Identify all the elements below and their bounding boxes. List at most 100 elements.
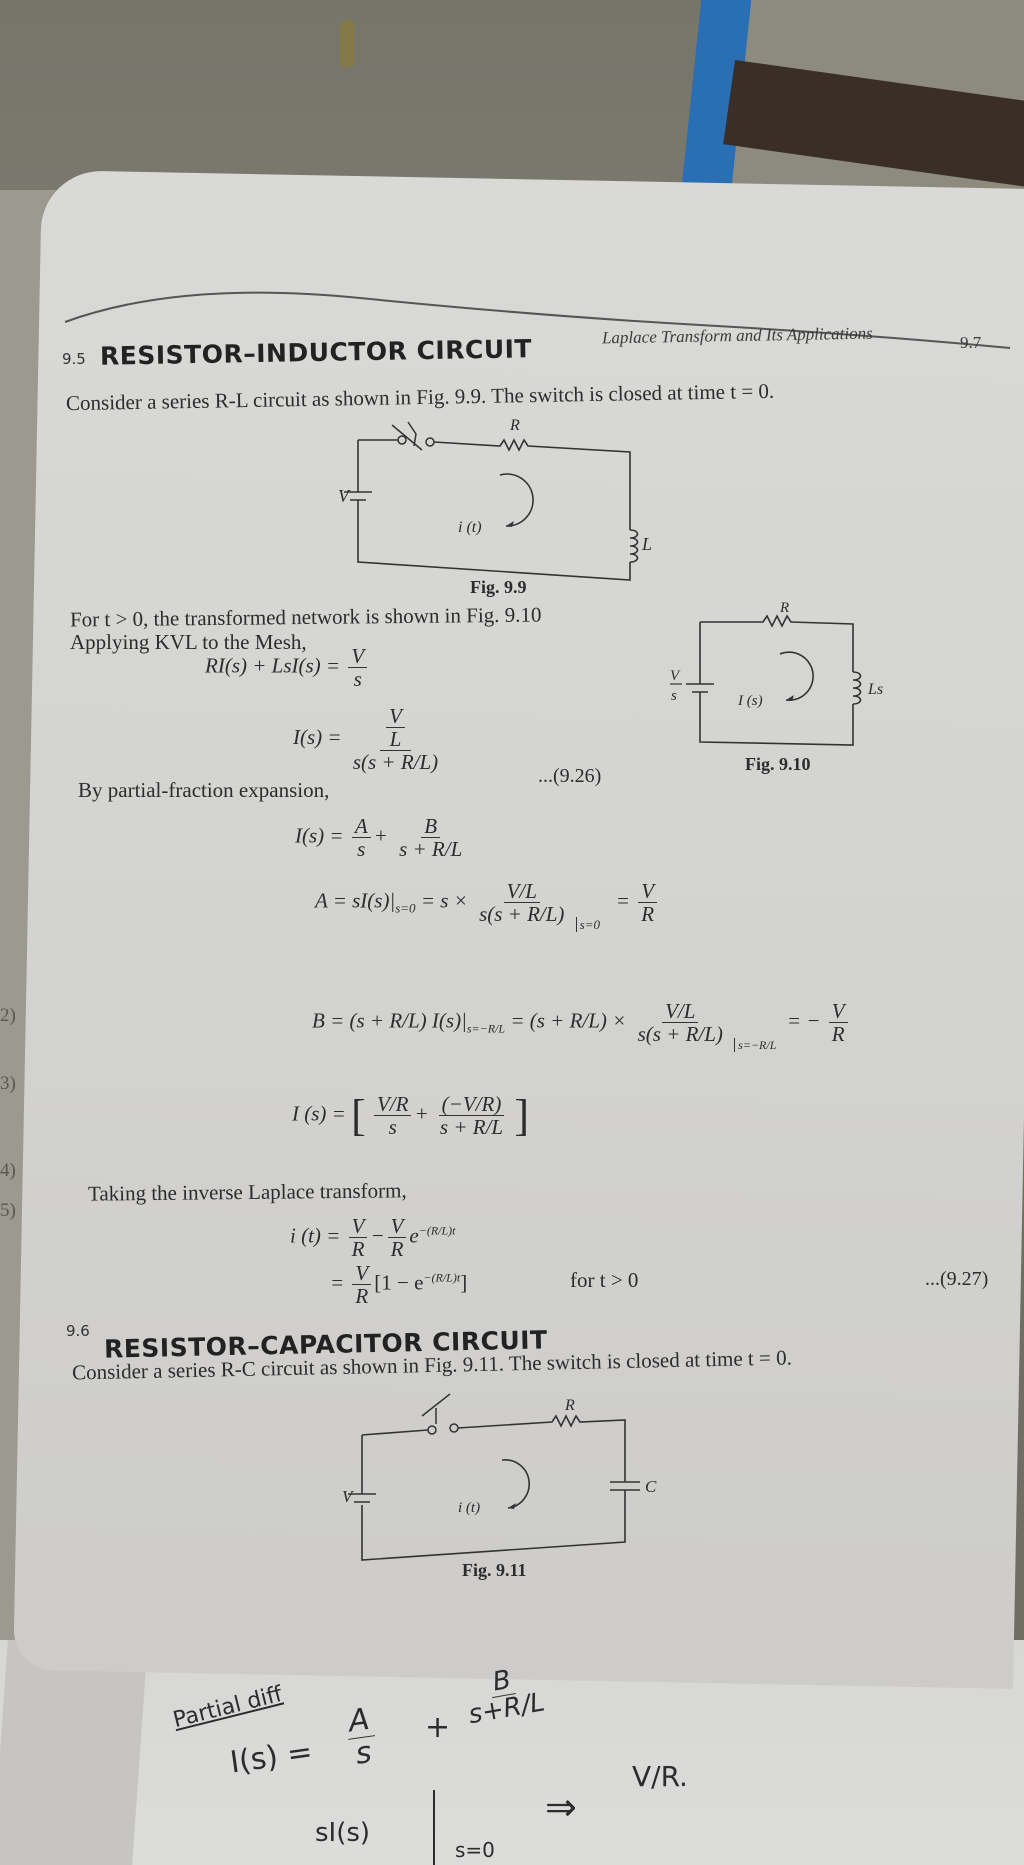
- eq-lhs: B = (s + R/L) I(s)|: [312, 1008, 467, 1033]
- equation-b: B = (s + R/L) I(s)|s=−R/L = (s + R/L) × …: [312, 1000, 851, 1053]
- circuit-diagram-transformed: V s R Ls I (s): [670, 600, 883, 746]
- numerator: V/L: [662, 1000, 699, 1024]
- numerator: A: [343, 1702, 375, 1739]
- numerator: (−V/R): [438, 1093, 505, 1116]
- handwritten-bar: [433, 1790, 435, 1865]
- handwritten-sub: s=0: [455, 1838, 495, 1862]
- numerator: V: [387, 1215, 407, 1239]
- numerator: V: [352, 1262, 372, 1286]
- figure-caption: Fig. 9.11: [462, 1560, 527, 1580]
- exp: e: [409, 1223, 419, 1248]
- denominator: R: [390, 1237, 404, 1262]
- handwritten-si: sI(s): [315, 1818, 371, 1848]
- equation-number: ...(9.26): [538, 765, 602, 787]
- section-title: RESISTOR–INDUCTOR CIRCUIT: [99, 334, 533, 371]
- numerator: V/L: [503, 880, 540, 904]
- header-rule: [64, 291, 1011, 349]
- handwritten-lhs: I(s) =: [227, 1734, 315, 1781]
- figure-caption: Fig. 9.10: [745, 754, 811, 774]
- denominator: R: [831, 1022, 845, 1047]
- denominator: L: [389, 727, 402, 752]
- label-r: R: [509, 417, 520, 434]
- superscript: −(R/L)t: [418, 1223, 456, 1238]
- minus: −: [370, 1223, 385, 1248]
- circuit-diagram-rl: V R L i (t): [338, 417, 652, 581]
- denominator: R: [351, 1237, 365, 1262]
- numerator: A: [351, 815, 371, 839]
- denominator: s: [388, 1115, 397, 1139]
- label-s: s: [671, 688, 677, 704]
- intro-paragraph: Consider a series R-L circuit as shown i…: [65, 378, 775, 416]
- subscript: s=0: [395, 900, 416, 916]
- condition-text: for t > 0: [570, 1268, 639, 1292]
- handwritten-heading: Partial diff: [170, 1681, 285, 1734]
- subscript: s=−R/L: [466, 1021, 506, 1036]
- label-v: V: [338, 486, 351, 506]
- denominator: s: [353, 1734, 374, 1772]
- denominator: s + R/L: [439, 1115, 504, 1139]
- denominator: s(s + R/L): [637, 1022, 723, 1047]
- label-r: R: [779, 600, 789, 616]
- equation-number: ...(9.27): [925, 1268, 989, 1290]
- numerator: V: [348, 1215, 368, 1239]
- denominator: s + R/L: [399, 837, 463, 862]
- eq-lhs: I (s) =: [292, 1101, 346, 1126]
- numerator: V: [348, 645, 368, 669]
- bracket-close: ]: [460, 1270, 468, 1295]
- background-stain: [340, 20, 354, 68]
- circuit-diagram-rc: V R C i (t): [342, 1393, 657, 1561]
- eq-lhs: A = sI(s)|: [315, 888, 396, 913]
- eq-mid: = s ×: [420, 888, 468, 913]
- subscript: s=0: [575, 917, 601, 933]
- handwritten-plus: +: [425, 1710, 451, 1745]
- figure-caption: Fig. 9.9: [470, 577, 527, 597]
- label-current: I (s): [737, 693, 763, 709]
- handwritten-result: V/R.: [632, 1760, 688, 1793]
- label-r: R: [564, 1397, 575, 1414]
- label-l: L: [641, 534, 652, 554]
- kvl-paragraph: Applying KVL to the Mesh,: [70, 630, 307, 654]
- partial-fraction-paragraph: By partial-fraction expansion,: [78, 778, 330, 802]
- eq-mid: = (s + R/L) ×: [510, 1008, 627, 1033]
- eq-result: = −: [786, 1008, 821, 1033]
- denominator: R: [641, 902, 655, 927]
- page-number: 9.7: [960, 333, 982, 352]
- denominator: R: [355, 1284, 369, 1309]
- numerator: V: [638, 880, 658, 904]
- denominator: s: [353, 667, 362, 692]
- label-v: V: [342, 1487, 355, 1506]
- numerator: V: [828, 1000, 848, 1024]
- section-number: 9.6: [66, 1322, 90, 1340]
- eq-sign: =: [330, 1270, 345, 1295]
- section-number: 9.5: [62, 350, 86, 368]
- bracket-open: [1 − e: [374, 1270, 424, 1295]
- eq-lhs: i (t) =: [290, 1223, 341, 1248]
- eq-lhs: I(s) =: [295, 823, 344, 848]
- eq-lhs: RI(s) + LsI(s) =: [205, 653, 341, 678]
- denominator: s(s + R/L): [479, 902, 565, 927]
- label-c: C: [645, 1477, 657, 1496]
- numerator: V: [386, 705, 405, 729]
- fraction: (−V/R)s + R/L: [437, 1093, 506, 1138]
- denominator: s: [357, 837, 366, 862]
- denominator: s+R/L: [466, 1687, 548, 1731]
